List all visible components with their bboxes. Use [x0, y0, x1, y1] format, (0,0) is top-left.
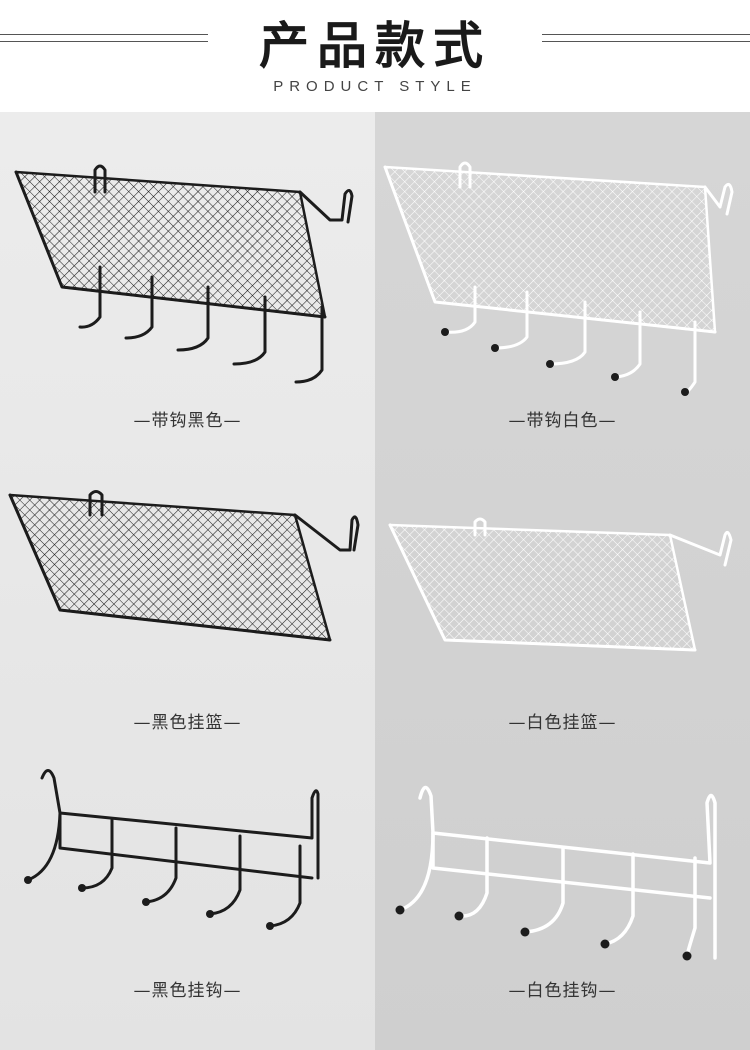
caption-black-basket: —黑色挂篮— [133, 713, 242, 733]
white-basket-with-hooks-icon [383, 161, 734, 396]
black-basket-with-hooks-icon [14, 164, 354, 384]
product-black-basket-with-hooks[interactable]: —带钩黑色— [0, 112, 375, 442]
caption-white-basket-with-hooks: —带钩白色— [508, 411, 617, 431]
product-white-basket-with-hooks[interactable]: —带钩白色— [375, 112, 750, 442]
caption-white-basket: —白色挂篮— [508, 713, 617, 733]
page-header: 产品款式 PRODUCT STYLE [0, 0, 750, 112]
product-white-hook-rack[interactable]: —白色挂钩— [375, 758, 750, 1008]
header-rule-left [0, 34, 208, 42]
black-hook-rack-icon [24, 769, 320, 930]
product-black-basket[interactable]: —黑色挂篮— [0, 470, 375, 740]
product-white-basket[interactable]: —白色挂篮— [375, 470, 750, 740]
caption-black-basket-with-hooks: —带钩黑色— [133, 411, 242, 431]
white-hook-rack-icon [395, 785, 717, 961]
caption-black-hook-rack: —黑色挂钩— [133, 981, 242, 1001]
black-basket-icon [8, 490, 360, 642]
white-basket-icon [388, 517, 733, 652]
product-black-hook-rack[interactable]: —黑色挂钩— [0, 758, 375, 1008]
caption-white-hook-rack: —白色挂钩— [508, 981, 617, 1001]
page-title: 产品款式 [259, 17, 491, 75]
header-rule-right [542, 34, 750, 42]
page-subtitle: PRODUCT STYLE [273, 78, 477, 95]
